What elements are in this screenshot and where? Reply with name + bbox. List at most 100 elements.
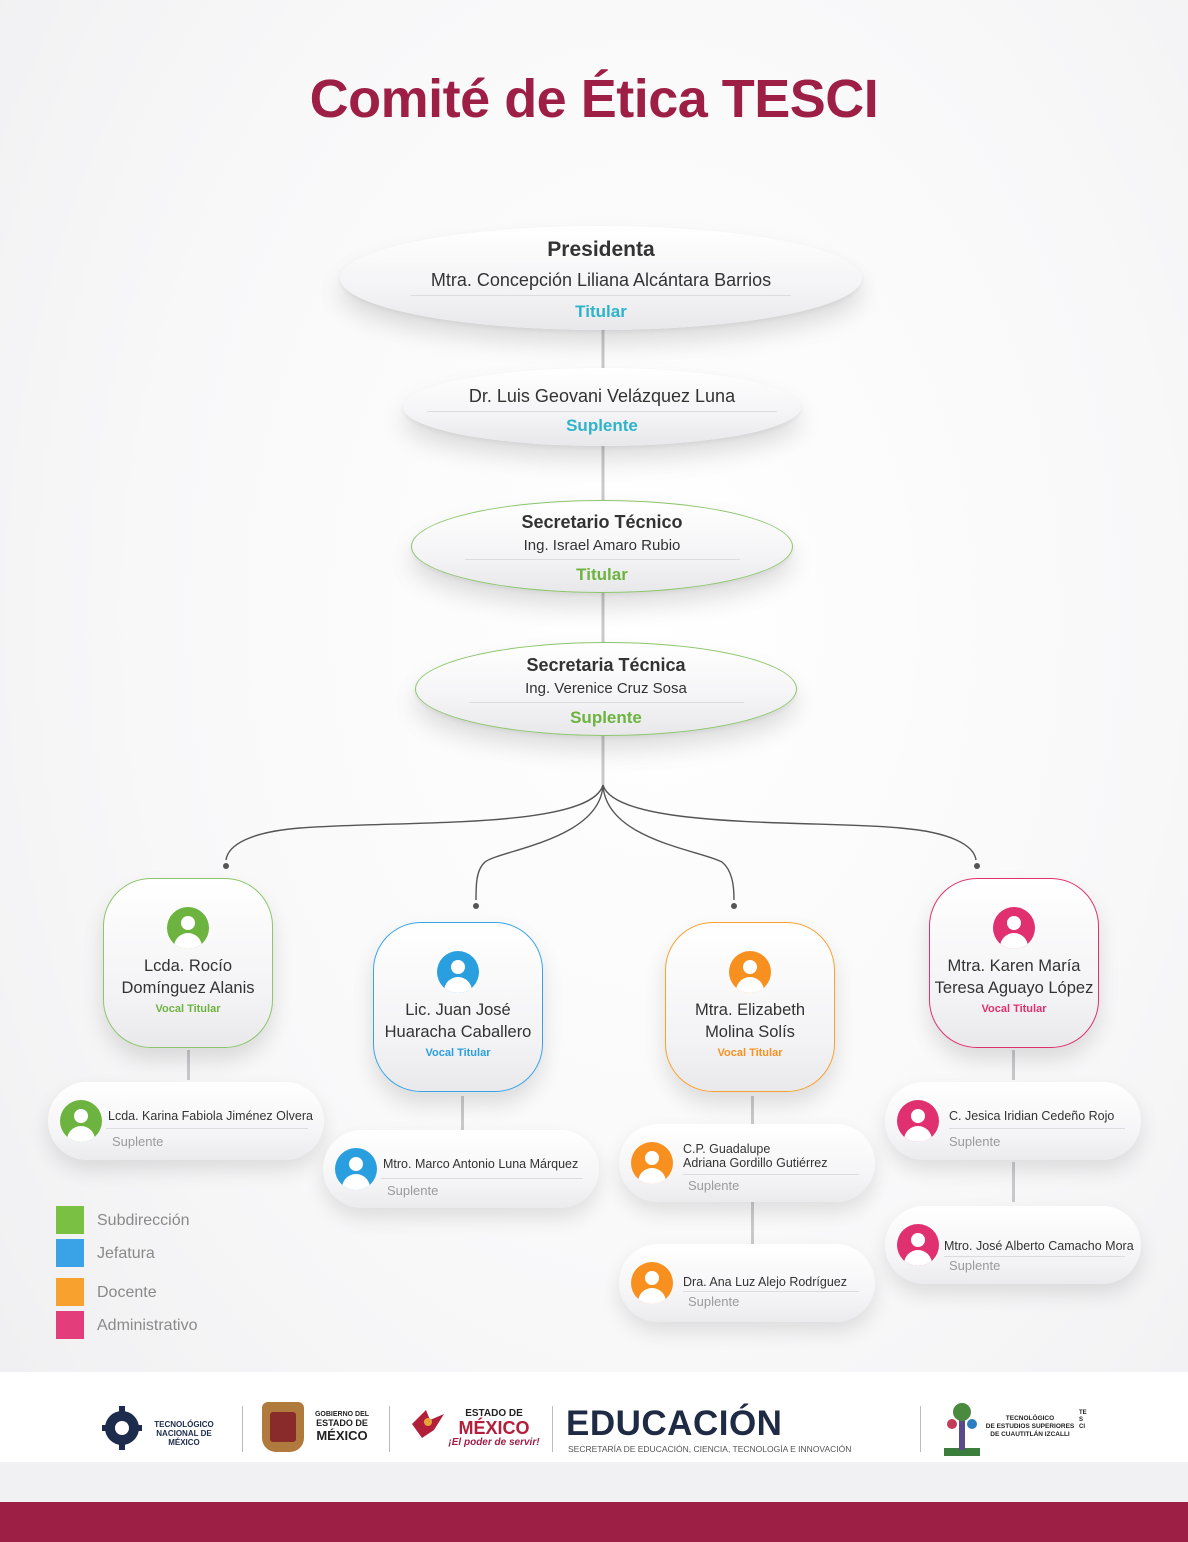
- edomex-bird-icon: [408, 1404, 448, 1442]
- suplente-name: C.P. Guadalupe Adriana Gordillo Gutiérre…: [683, 1142, 828, 1170]
- vocal-card-rocio: Lcda. Rocío Domínguez Alanis Vocal Titul…: [103, 878, 273, 1048]
- divider: [106, 1128, 308, 1129]
- divider: [427, 411, 777, 412]
- presidenta-node: Presidenta Mtra. Concepción Liliana Alcá…: [340, 226, 862, 330]
- secretaria-role: Suplente: [570, 708, 642, 727]
- secretario-heading: Secretario Técnico: [521, 512, 683, 532]
- tesci-vertical-text: TESCI: [1079, 1410, 1087, 1430]
- secretario-role: Titular: [576, 565, 628, 584]
- tecnm-text: TECNOLÓGICO NACIONAL DE MÉXICO: [154, 1420, 214, 1447]
- connector: [187, 1050, 190, 1080]
- coat-of-arms-icon: [262, 1402, 304, 1452]
- legend-label: Subdirección: [97, 1212, 190, 1229]
- divider: [683, 1291, 859, 1292]
- suplente-role: Suplente: [688, 1178, 740, 1193]
- divider: [552, 1406, 553, 1452]
- bottom-bar: [0, 1502, 1188, 1542]
- suplente-name: Lcda. Karina Fabiola Jiménez Olvera: [108, 1109, 313, 1123]
- user-avatar-icon: [437, 951, 479, 993]
- vocal-name-line2: Huaracha Caballero: [384, 1023, 532, 1041]
- legend-swatch-docente: [56, 1278, 84, 1306]
- tesci-logo: [940, 1402, 984, 1458]
- legend-swatch-jefatura: [56, 1239, 84, 1267]
- edomex-text: ESTADO DE MÉXICO ¡El poder de servir!: [448, 1408, 540, 1448]
- educacion-subtitle: SECRETARÍA DE EDUCACIÓN, CIENCIA, TECNOL…: [568, 1444, 852, 1454]
- vocal-name-line1: Lic. Juan José: [405, 1001, 511, 1019]
- page-title: Comité de Ética TESCI: [309, 69, 879, 129]
- divider: [411, 295, 791, 296]
- secretaria-name: Ing. Verenice Cruz Sosa: [525, 680, 687, 697]
- suplente-card-jesica: C. Jesica Iridian Cedeño Rojo Suplente: [885, 1082, 1141, 1160]
- divider: [468, 702, 744, 703]
- vocal-role: Vocal Titular: [981, 1003, 1047, 1015]
- vocal-name-line1: Mtra. Elizabeth: [694, 1001, 806, 1019]
- divider: [381, 1178, 583, 1179]
- secretario-node: Secretario Técnico Ing. Israel Amaro Rub…: [411, 500, 793, 593]
- suplente-name: Mtro. Marco Antonio Luna Márquez: [383, 1157, 579, 1171]
- presidenta-heading: Presidenta: [547, 238, 655, 261]
- gob-edomex-text: GOBIERNO DEL ESTADO DE MÉXICO: [314, 1411, 370, 1443]
- user-avatar-icon: [897, 1224, 939, 1266]
- vocal-name-line2: Domínguez Alanis: [121, 979, 255, 997]
- tecnm-logo: [102, 1402, 142, 1454]
- secretaria-heading: Secretaria Técnica: [526, 655, 686, 675]
- presidenta-suplente-name: Dr. Luis Geovani Velázquez Luna: [468, 386, 736, 406]
- user-avatar-icon: [60, 1100, 102, 1142]
- logo-strip: [0, 1372, 1188, 1462]
- secretario-name: Ing. Israel Amaro Rubio: [523, 537, 681, 554]
- vocal-name-line1: Lcda. Rocío: [143, 957, 233, 975]
- suplente-name: Dra. Ana Luz Alejo Rodríguez: [683, 1275, 847, 1289]
- connector: [751, 1096, 754, 1126]
- user-avatar-icon: [631, 1142, 673, 1184]
- suplente-name: Mtro. José Alberto Camacho Mora: [944, 1239, 1134, 1253]
- presidenta-name: Mtra. Concepción Liliana Alcántara Barri…: [430, 270, 772, 290]
- connector: [1012, 1050, 1015, 1080]
- suplente-card-jose-alberto: Mtro. José Alberto Camacho Mora Suplente: [885, 1206, 1141, 1284]
- suplente-name-line2: Adriana Gordillo Gutiérrez: [683, 1156, 828, 1170]
- divider: [944, 1256, 1125, 1257]
- divider: [949, 1128, 1125, 1129]
- presidenta-role: Titular: [575, 302, 627, 321]
- divider: [464, 559, 740, 560]
- suplente-card-ana-luz: Dra. Ana Luz Alejo Rodríguez Suplente: [619, 1244, 875, 1322]
- vocal-role: Vocal Titular: [155, 1003, 221, 1015]
- legend-label: Administrativo: [97, 1317, 198, 1334]
- user-avatar-icon: [993, 907, 1035, 949]
- divider: [242, 1406, 243, 1452]
- vocal-name-line1: Mtra. Karen María: [947, 957, 1081, 975]
- decorative-band: [0, 1462, 1188, 1502]
- vocal-role: Vocal Titular: [717, 1047, 783, 1059]
- legend-swatch-subdireccion: [56, 1206, 84, 1234]
- tesci-text: TECNOLÓGICO DE ESTUDIOS SUPERIORES DE CU…: [985, 1415, 1075, 1438]
- suplente-role: Suplente: [112, 1134, 164, 1149]
- legend-label: Jefatura: [97, 1245, 155, 1262]
- connector: [1012, 1162, 1015, 1202]
- suplente-name: C. Jesica Iridian Cedeño Rojo: [949, 1109, 1115, 1123]
- suplente-role: Suplente: [688, 1294, 740, 1309]
- user-avatar-icon: [897, 1100, 939, 1142]
- vocal-name-line2: Molina Solís: [705, 1023, 795, 1041]
- vocal-name-line2: Teresa Aguayo López: [934, 979, 1094, 997]
- suplente-role: Suplente: [949, 1258, 1001, 1273]
- suplente-card-marco: Mtro. Marco Antonio Luna Márquez Suplent…: [323, 1130, 599, 1208]
- user-avatar-icon: [631, 1262, 673, 1304]
- user-avatar-icon: [335, 1148, 377, 1190]
- divider: [389, 1406, 390, 1452]
- educacion-logo: EDUCACIÓN: [566, 1404, 783, 1443]
- legend-swatch-administrativo: [56, 1311, 84, 1339]
- vocal-card-karen: Mtra. Karen María Teresa Aguayo López Vo…: [929, 878, 1099, 1048]
- suplente-role: Suplente: [387, 1183, 439, 1198]
- vocal-role: Vocal Titular: [425, 1047, 491, 1059]
- divider: [920, 1406, 921, 1452]
- suplente-name-line1: C.P. Guadalupe: [683, 1142, 771, 1156]
- presidenta-suplente-role: Suplente: [566, 416, 638, 435]
- suplente-card-guadalupe: C.P. Guadalupe Adriana Gordillo Gutiérre…: [619, 1124, 875, 1202]
- secretaria-node: Secretaria Técnica Ing. Verenice Cruz So…: [415, 642, 797, 736]
- suplente-role: Suplente: [949, 1134, 1001, 1149]
- connector: [461, 1096, 464, 1132]
- user-avatar-icon: [729, 951, 771, 993]
- presidenta-suplente-node: Dr. Luis Geovani Velázquez Luna Suplente: [403, 368, 801, 446]
- legend-label: Docente: [97, 1284, 157, 1301]
- suplente-card-karina: Lcda. Karina Fabiola Jiménez Olvera Supl…: [48, 1082, 324, 1160]
